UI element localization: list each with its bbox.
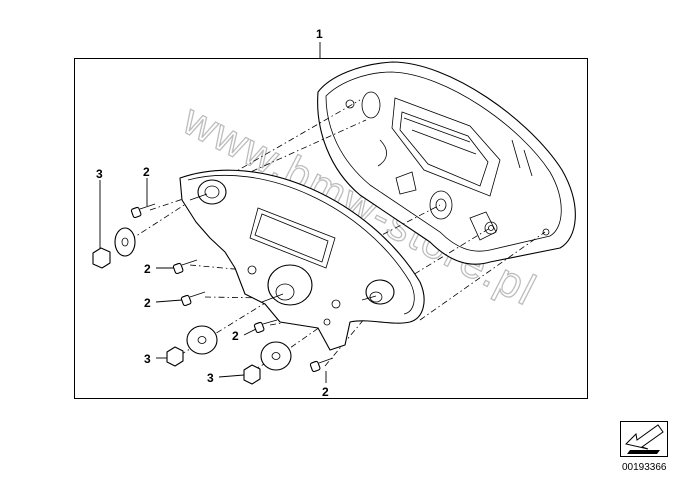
callout-2-bottom[interactable]: 2 xyxy=(322,385,329,399)
callout-2-mid-lower[interactable]: 2 xyxy=(144,296,151,310)
callout-2-mid-upper[interactable]: 2 xyxy=(144,262,151,276)
front-mounting-plate xyxy=(179,169,425,351)
callout-3-bottom[interactable]: 3 xyxy=(207,371,214,385)
washers xyxy=(114,227,292,371)
screws xyxy=(130,203,334,373)
view-direction-arrow-icon xyxy=(620,421,668,457)
reference-number: 00193366 xyxy=(622,462,667,473)
callout-2-center[interactable]: 2 xyxy=(232,329,239,343)
callout-3-lower-left[interactable]: 3 xyxy=(144,352,151,366)
diagram-frame xyxy=(74,58,588,399)
rear-housing-shell xyxy=(317,61,576,265)
leader-lines xyxy=(99,178,327,383)
callout-3-left[interactable]: 3 xyxy=(96,167,103,181)
callout-2-top[interactable]: 2 xyxy=(143,165,150,179)
callout-1[interactable]: 1 xyxy=(316,27,323,41)
hex-nuts xyxy=(92,247,261,385)
